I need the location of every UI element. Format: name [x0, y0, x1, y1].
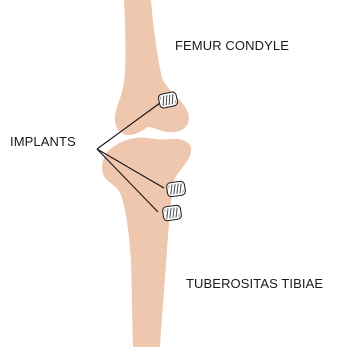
tibia-bone	[102, 137, 191, 347]
femur-condyle-label: FEMUR CONDYLE	[175, 38, 289, 53]
implant-icon	[158, 91, 179, 108]
tuberositas-tibiae-label: TUBEROSITAS TIBIAE	[186, 276, 323, 291]
implant-icon	[162, 205, 182, 221]
femur-bone	[115, 0, 189, 135]
implants-label: IMPLANTS	[10, 134, 76, 149]
implant-icon	[166, 181, 186, 197]
